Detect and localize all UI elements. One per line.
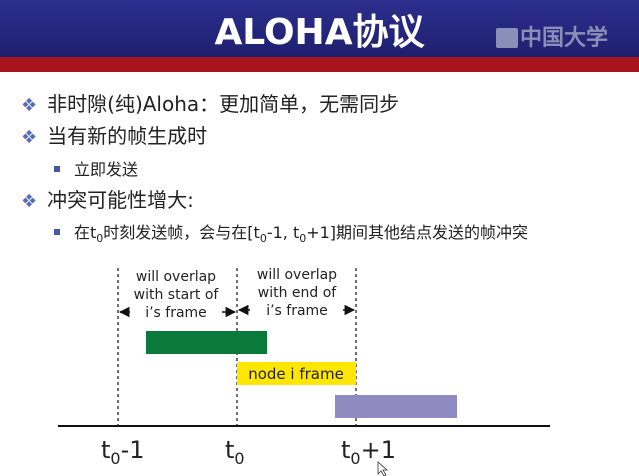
sub-bullet-item: 立即发送	[54, 156, 138, 180]
diamond-bullet-icon: ❖	[21, 127, 38, 148]
diamond-bullet-icon: ❖	[21, 95, 38, 116]
axis-label-t0-minus-1: t0-1	[101, 436, 145, 468]
right-note-line2: with end of	[258, 285, 338, 301]
slide-header	[0, 0, 639, 57]
bullet-item: ❖当有新的帧生成时	[21, 124, 208, 148]
header-accent-bar	[0, 57, 639, 72]
node-i-frame	[237, 362, 356, 385]
right-note-line1: will overlap	[257, 267, 337, 283]
square-bullet-icon	[54, 229, 60, 235]
sub-bullet-item: 在t0时刻发送帧，会与在[t0-1, t0+1]期间其他结点发送的帧冲突	[54, 219, 528, 245]
left-note-line2: with start of	[134, 287, 220, 303]
logo-text: 中国大学	[520, 26, 609, 51]
square-bullet-icon	[54, 166, 60, 172]
mouse-cursor-icon	[377, 461, 389, 476]
right-note-line3: i’s frame	[266, 303, 328, 319]
university-logo: 中国大学	[496, 20, 608, 52]
diamond-bullet-icon: ❖	[21, 191, 38, 212]
logo-mark-icon	[496, 28, 518, 48]
axis-label-t0-plus-1: t0+1	[341, 436, 396, 468]
overlap-end-frame	[335, 395, 457, 418]
overlap-start-frame	[146, 331, 267, 354]
left-note-line1: will overlap	[136, 269, 216, 285]
bullet-item: ❖冲突可能性增大:	[21, 188, 194, 212]
bullet-item: ❖非时隙(纯)Aloha：更加简单，无需同步	[21, 92, 400, 116]
node-i-frame-label: node i frame	[248, 365, 344, 383]
left-note-line3: i’s frame	[145, 305, 207, 321]
slide-title: ALOHA协议	[214, 12, 425, 53]
axis-label-t0: t0	[225, 436, 245, 468]
